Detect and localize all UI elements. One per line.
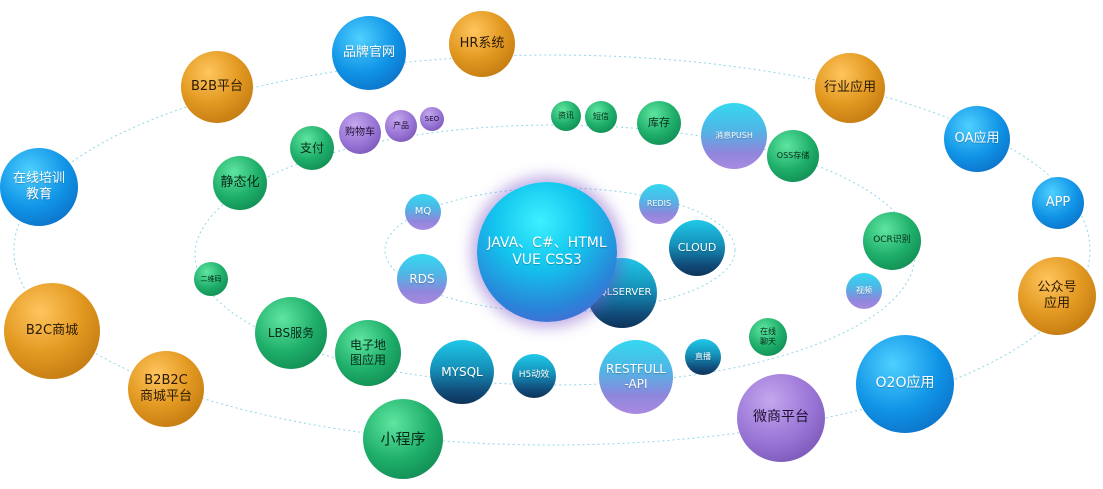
node-label: OCR识别: [873, 235, 911, 246]
node-lbs: LBS服务: [255, 297, 327, 369]
node-oss: OSS存储: [767, 130, 819, 182]
node-label: 电子地 图应用: [349, 338, 386, 367]
node-label: 行业应用: [823, 79, 876, 95]
node-label: APP: [1045, 194, 1071, 210]
node-ocr: OCR识别: [863, 212, 921, 270]
node-label: MYSQL: [441, 364, 483, 379]
node-label: B2C商城: [25, 322, 79, 338]
node-xiaochengxu: 小程序: [363, 399, 443, 479]
node-label: LBS服务: [267, 325, 315, 340]
node-jingtai: 静态化: [213, 156, 267, 210]
node-shipin: 视频: [846, 273, 882, 309]
outer-orbit: [13, 54, 1091, 446]
node-pinpai: 品牌官网: [332, 16, 406, 90]
node-restful: RESTFULL -API: [599, 340, 673, 414]
node-erweima: 二维码: [194, 262, 228, 296]
node-push: 消息PUSH: [701, 103, 767, 169]
node-label: 产品: [393, 121, 409, 130]
center-label: JAVA、C#、HTML VUE CSS3: [487, 234, 607, 269]
node-b2b: B2B平台: [181, 51, 253, 123]
node-label: SQLSERVER: [592, 286, 652, 298]
node-o2o: O2O应用: [856, 335, 954, 433]
node-label: CLOUD: [677, 241, 717, 255]
node-label: H5动效: [518, 370, 550, 381]
node-hr: HR系统: [449, 11, 515, 77]
node-label: MQ: [414, 205, 432, 217]
node-label: 资讯: [558, 111, 574, 120]
node-app: APP: [1032, 177, 1084, 229]
node-h5: H5动效: [512, 354, 556, 398]
node-chanpin: 产品: [385, 110, 417, 142]
node-label: 视频: [856, 286, 872, 295]
node-zaixian: 在线培训 教育: [0, 148, 78, 226]
node-b2c: B2C商城: [4, 283, 100, 379]
node-zhibo: 直播: [685, 339, 721, 375]
node-label: 公众号 应用: [1037, 279, 1077, 311]
node-b2b2c: B2B2C 商城平台: [128, 351, 204, 427]
node-hangye: 行业应用: [815, 53, 885, 123]
node-label: 小程序: [380, 429, 426, 448]
node-label: REDIS: [646, 199, 672, 208]
node-label: 微商平台: [753, 409, 809, 426]
center-tech-stack: JAVA、C#、HTML VUE CSS3: [477, 182, 617, 322]
node-kucun: 库存: [637, 101, 681, 145]
node-label: RESTFULL -API: [606, 362, 666, 391]
node-zixun: 资讯: [551, 101, 581, 131]
node-label: 直播: [695, 352, 711, 361]
node-label: O2O应用: [875, 375, 935, 392]
node-weishang: 微商平台: [737, 374, 825, 462]
node-label: 在线培训 教育: [12, 170, 65, 202]
node-label: 支付: [299, 140, 324, 155]
node-label: 品牌官网: [342, 44, 395, 60]
node-rds: RDS: [397, 254, 447, 304]
node-ditu: 电子地 图应用: [335, 320, 401, 386]
node-label: 库存: [648, 116, 670, 130]
node-label: RDS: [409, 271, 435, 286]
node-label: OSS存储: [776, 151, 810, 160]
node-label: OA应用: [954, 130, 1000, 146]
node-zhifu: 支付: [290, 126, 334, 170]
node-gouwuche: 购物车: [339, 112, 381, 154]
node-label: 静态化: [220, 174, 260, 190]
node-duanxin: 短信: [585, 101, 617, 133]
node-mysql: MYSQL: [430, 340, 494, 404]
node-label: B2B平台: [190, 78, 244, 94]
node-cloud: CLOUD: [669, 220, 725, 276]
node-label: 购物车: [345, 126, 375, 138]
node-oa: OA应用: [944, 106, 1010, 172]
node-label: SEO: [424, 114, 440, 123]
node-redis: REDIS: [639, 184, 679, 224]
node-label: 在线 聊天: [760, 327, 776, 346]
node-label: B2B2C 商城平台: [139, 372, 192, 404]
node-seo: SEO: [420, 107, 444, 131]
node-label: 短信: [593, 112, 609, 121]
node-label: 消息PUSH: [715, 131, 753, 140]
node-mq: MQ: [405, 194, 441, 230]
node-label: HR系统: [459, 35, 505, 51]
node-label: 二维码: [200, 274, 222, 283]
node-gongzhong: 公众号 应用: [1018, 257, 1096, 335]
node-liaotian: 在线 聊天: [749, 318, 787, 356]
